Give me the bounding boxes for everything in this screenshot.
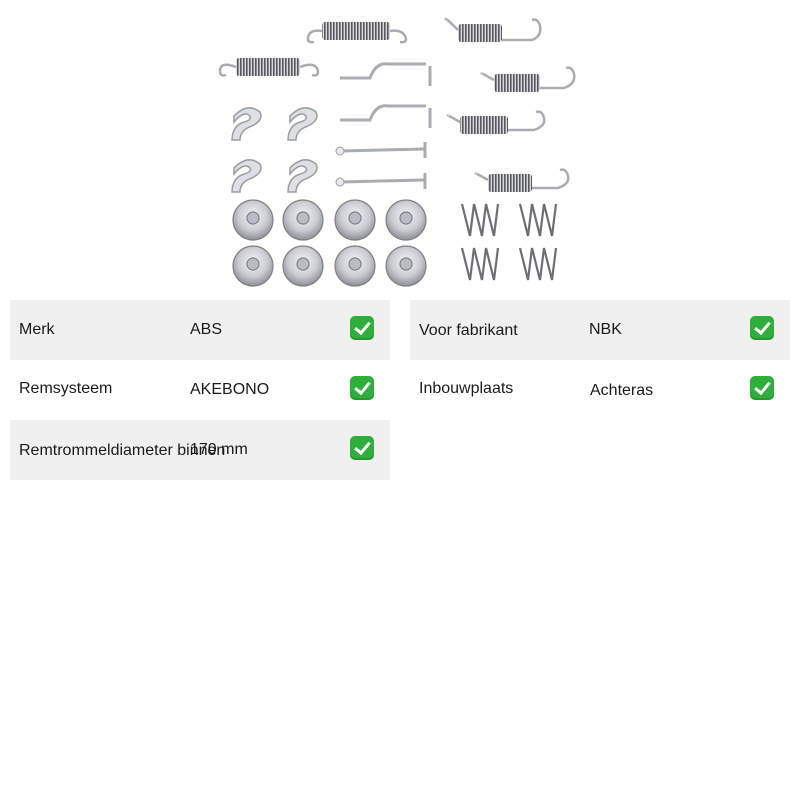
- spec-label: Inbouwplaats: [419, 380, 514, 397]
- product-image: [218, 17, 576, 287]
- spec-label: Merk: [19, 321, 55, 338]
- bent-pin-2: [340, 104, 432, 128]
- spec-label: Remsysteem: [19, 380, 113, 397]
- spec-row-remsysteem: Remsysteem AKEBONO: [10, 360, 390, 420]
- spec-row-inbouwplaats: Inbouwplaats Achteras: [410, 360, 790, 420]
- spring-cups: [232, 199, 427, 287]
- check-icon: [750, 376, 774, 400]
- spec-row-remtrommeldiameter: Remtrommeldiameter binnen 170 mm: [10, 420, 390, 480]
- spec-value: 170 mm: [190, 441, 248, 458]
- bent-pin-1: [340, 62, 432, 86]
- hook-spring-4: [474, 168, 570, 192]
- spec-value: Achteras: [590, 382, 654, 399]
- spec-label: Remtrommeldiameter binnen: [19, 442, 226, 459]
- tension-spring-top: [306, 22, 408, 44]
- tension-spring-upper-left: [218, 58, 320, 77]
- check-icon: [750, 316, 774, 340]
- spec-row-merk: Merk ABS: [10, 300, 390, 360]
- check-icon: [350, 316, 374, 340]
- spec-label: Voor fabrikant: [419, 322, 518, 339]
- spec-value: AKEBONO: [190, 381, 270, 398]
- spec-table-right: Voor fabrikant NBK Inbouwplaats Achteras: [410, 300, 790, 420]
- spec-value: NBK: [589, 321, 622, 338]
- hook-spring-1: [444, 17, 542, 42]
- spec-row-voor-fabrikant: Voor fabrikant NBK: [410, 300, 790, 360]
- hook-spring-3: [446, 110, 546, 134]
- straight-pin-2: [335, 173, 427, 189]
- retaining-clips: [231, 107, 318, 193]
- straight-pin-1: [335, 142, 427, 158]
- compression-springs: [460, 203, 558, 281]
- check-icon: [350, 436, 374, 460]
- spec-table-left: Merk ABS Remsysteem AKEBONO Remtrommeldi…: [10, 300, 390, 480]
- spec-value: ABS: [190, 321, 223, 338]
- check-icon: [350, 376, 374, 400]
- hook-spring-2: [480, 66, 576, 92]
